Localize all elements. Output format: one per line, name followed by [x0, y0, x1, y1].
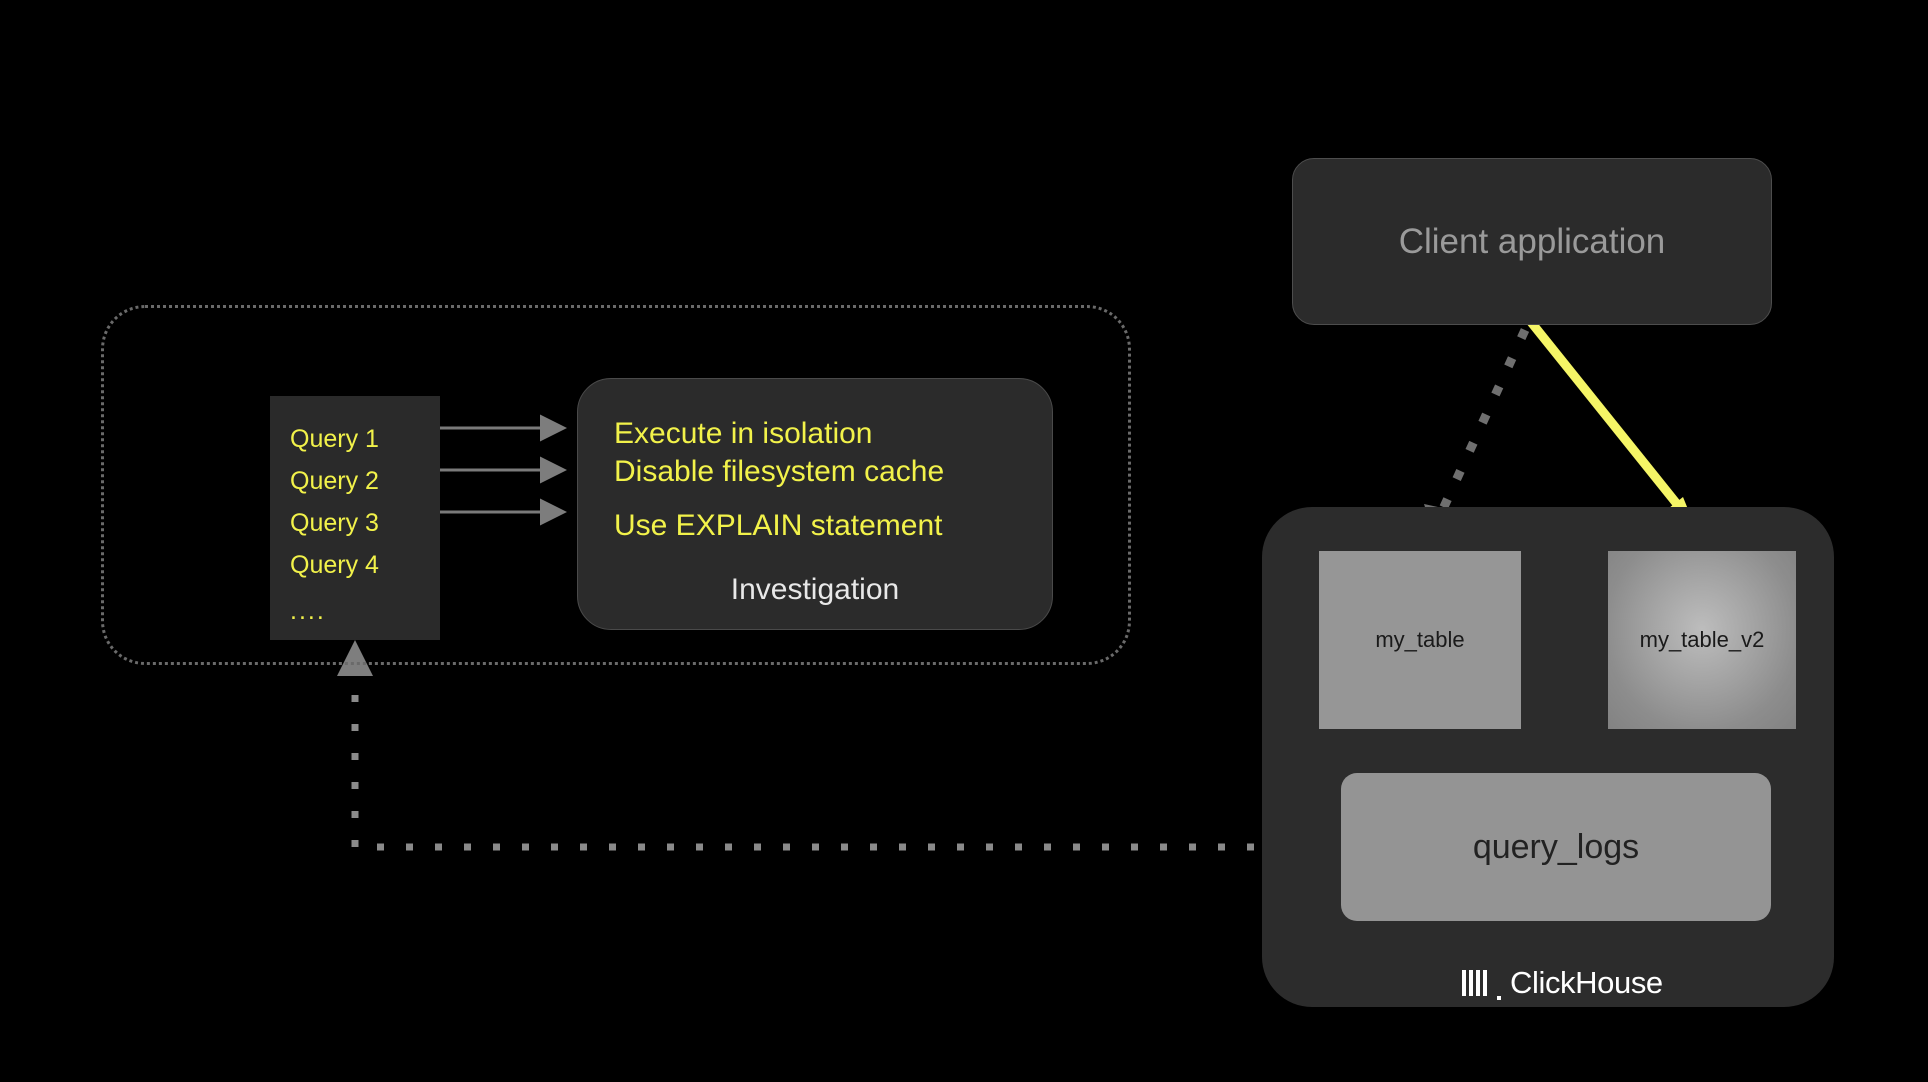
clickhouse-logo-icon [1462, 970, 1487, 996]
yellow-client-line [1527, 319, 1697, 527]
query-list-item[interactable]: Query 3 [290, 509, 379, 537]
table-label: my_table_v2 [1639, 627, 1765, 652]
query-list-item[interactable]: Query 4 [290, 551, 379, 579]
clickhouse-logo-dot-icon [1497, 996, 1501, 1000]
investigation-panel-title: Investigation [730, 573, 900, 606]
client-application-box[interactable]: Client application [1292, 158, 1772, 325]
investigation-panel[interactable]: Execute in isolation Disable filesystem … [577, 378, 1053, 630]
table-box-my-table[interactable]: my_table [1319, 551, 1521, 729]
clickhouse-wordmark: ClickHouse [1510, 965, 1663, 1000]
investigation-line: Execute in isolation [614, 417, 873, 450]
table-label: my_table [1375, 627, 1465, 652]
investigation-line: Disable filesystem cache [614, 455, 945, 488]
query-list-ellipsis: .... [290, 597, 326, 625]
investigation-group-outline [101, 305, 1131, 665]
query-list-item[interactable]: Query 2 [290, 467, 379, 495]
query-logs-label: query_logs [1472, 827, 1640, 866]
table-box-query-logs[interactable]: query_logs [1341, 773, 1771, 921]
dotted-feedback-line [351, 665, 1341, 851]
investigation-line: Use EXPLAIN statement [614, 509, 943, 542]
clickhouse-logo: ClickHouse [1462, 965, 1663, 1001]
table-box-my-table-v2[interactable]: my_table_v2 [1608, 551, 1796, 729]
arrow-query-logs-to-query-list [337, 640, 1341, 851]
dotted-client-line [1438, 328, 1530, 511]
client-application-label: Client application [1398, 221, 1666, 261]
query-list-box[interactable]: Query 1 Query 2 Query 3 Query 4 .... [270, 396, 440, 640]
query-list-item[interactable]: Query 1 [290, 425, 379, 453]
